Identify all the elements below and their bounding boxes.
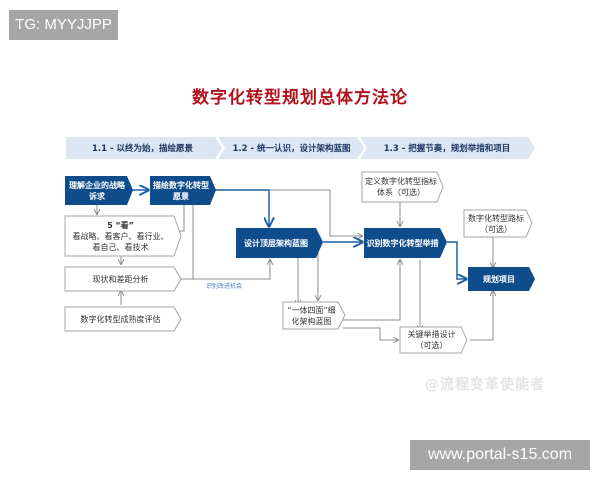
node-one-body-shape	[282, 301, 346, 330]
node-key-initiative-design: 关键举措设计（可选）	[407, 330, 456, 350]
node-top-architecture: 设计顶层架构蓝图	[244, 238, 308, 248]
node-roadmap: 数字化转型路标（可选）	[468, 213, 524, 234]
node-five-looks-shape	[64, 215, 182, 257]
node-five-looks: 5 “看” 看战略、看客户、看行业、看自己、看技术	[66, 216, 175, 256]
phase-band	[66, 137, 535, 159]
node-plan-projects: 规划项目	[483, 274, 515, 284]
node-roadmap-shape	[463, 209, 533, 238]
improvement-opportunity-note: 识别改进机会	[206, 283, 243, 290]
phase-2-label: 1.2 - 统一认识，设计架构蓝图	[232, 144, 351, 154]
node-identify-initiatives-shape	[364, 228, 447, 258]
node-gap-analysis-shape	[64, 266, 182, 292]
node-strategic-needs-shape	[65, 176, 133, 205]
node-maturity-assessment: 数字化转型成熟度评估	[80, 314, 161, 324]
node-strategic-needs: 理解企业的战略诉求	[69, 180, 125, 201]
node-one-body-four-sides: “一体四面”细化架构蓝图	[287, 305, 336, 326]
five-looks-title: 5 “看”	[107, 220, 134, 230]
node-identify-initiatives: 识别数字化转型举措	[366, 238, 439, 248]
five-looks-body: 看战略、看客户、看行业、看自己、看技术	[72, 231, 169, 252]
baidu-watermark: @流程变革使能者	[425, 377, 545, 393]
tg-watermark-badge: TG: MYYJJPP	[9, 10, 118, 40]
node-plan-projects-shape	[468, 267, 535, 291]
node-describe-vision-shape	[150, 176, 216, 205]
url-watermark-badge: www.portal-s15.com	[410, 440, 590, 470]
diagram-title: 数字化转型规划总体方法论	[192, 88, 408, 108]
dark-nodes	[65, 176, 535, 291]
light-nodes	[64, 171, 533, 354]
phase-1-label: 1.1 - 以终为始，描绘愿景	[91, 144, 193, 154]
phase-2-chevron	[218, 137, 364, 159]
node-key-initiative-shape	[399, 326, 468, 354]
node-indicator-system-shape	[361, 171, 444, 203]
node-top-architecture-shape	[236, 228, 323, 258]
phase-3-chevron	[360, 137, 535, 159]
node-gap-analysis: 现状和差距分析	[92, 274, 149, 284]
node-maturity-shape	[64, 306, 182, 332]
phase-3-label: 1.3 - 把握节奏，规划举措和项目	[383, 144, 511, 154]
node-describe-vision: 描绘数字化转型愿景	[153, 180, 209, 201]
node-indicator-system: 定义数字化转型指标体系（可选）	[365, 177, 437, 197]
phase-1-chevron	[66, 137, 222, 159]
